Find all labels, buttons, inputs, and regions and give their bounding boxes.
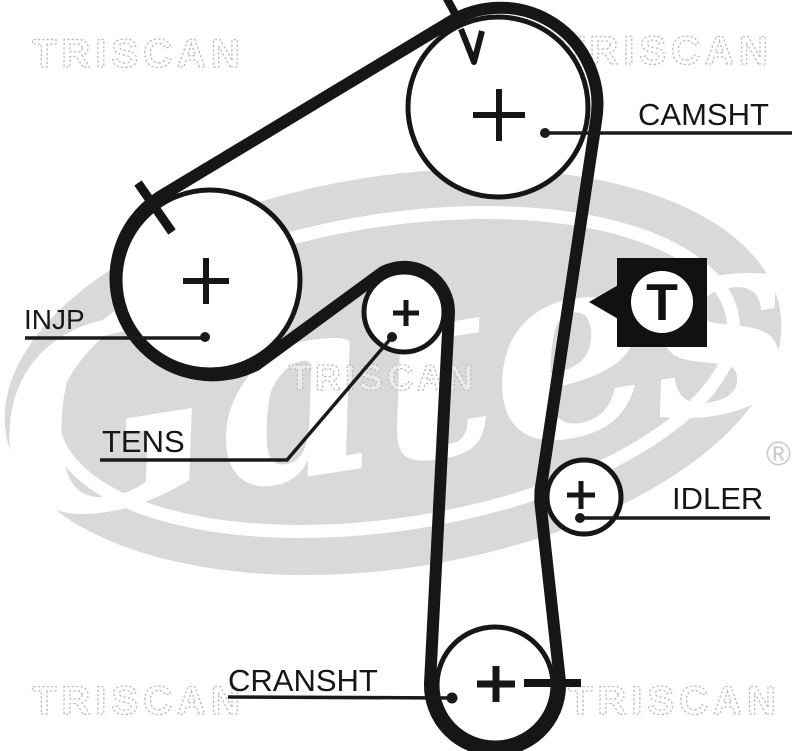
tension-marker: T [589,258,707,347]
tensioner-cross-icon [393,300,419,326]
camshaft-timing-tick [443,0,462,21]
leader-dot-idler [575,513,585,523]
watermark-triscan-bottom-left: TRISCAN [32,679,245,723]
leader-dot-injection-pump [200,332,210,342]
leader-dot-tensioner [387,332,397,342]
label-injection-pump: INJP [24,304,85,335]
leader-dot-crankshaft [446,692,458,704]
injection-pump-timing-tick [134,180,176,235]
injection-pump-cross-icon [183,258,229,304]
crankshaft-cross-icon [477,666,515,702]
watermark-triscan-top-left: TRISCAN [32,32,245,76]
watermark-triscan-bottom-right: TRISCAN [568,679,781,723]
label-crankshaft: CRANSHT [228,663,378,698]
leader-dot-camshaft [540,128,550,138]
label-idler: IDLER [672,481,763,516]
label-camshaft: CAMSHT [638,97,769,132]
leader-line-tensioner [100,335,394,462]
gates-oval-inner-ring [45,206,741,538]
t-icon: T [646,274,678,332]
tension-marker-circle [631,271,693,333]
idler-cross-icon [567,481,595,509]
camshaft-timing-notch [458,27,485,65]
leader-line-crankshaft [227,695,453,700]
camshaft-cross-icon [473,89,525,141]
arrow-left-icon [589,284,620,320]
registered-trademark-mark: ® [766,435,791,473]
label-tensioner: TENS [102,424,185,459]
